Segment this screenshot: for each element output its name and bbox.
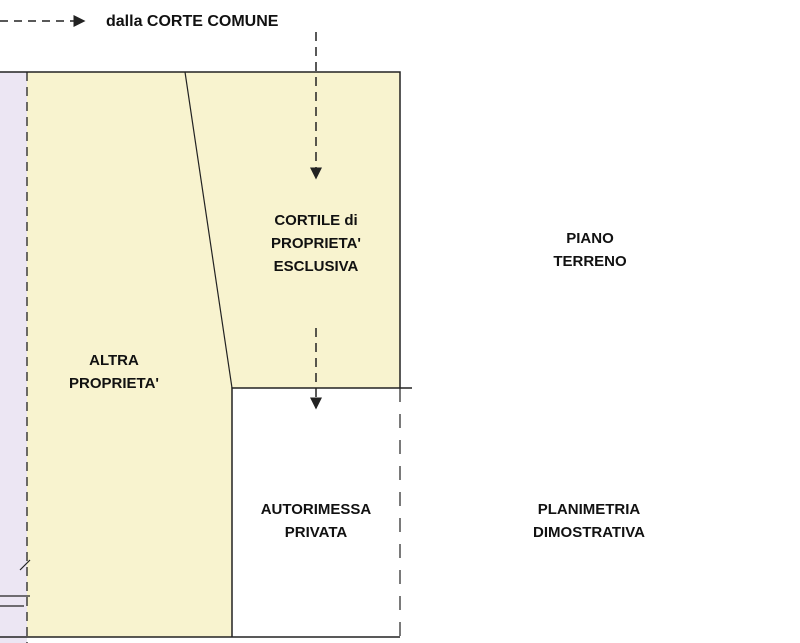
cortile-line-3: ESCLUSIVA bbox=[273, 258, 359, 275]
planimetria-line-2: DIMOSTRATIVA bbox=[533, 524, 645, 541]
property-boundary-line bbox=[184, 71, 233, 389]
piano-terreno-label: PIANO TERRENO bbox=[520, 227, 660, 273]
garage-outline bbox=[231, 387, 412, 637]
autorimessa-line-1: AUTORIMESSA bbox=[260, 501, 372, 518]
access-label: dalla CORTE COMUNE bbox=[106, 13, 279, 30]
piano-line-2: TERRENO bbox=[553, 253, 627, 270]
altra-proprieta-label: ALTRA PROPRIETA' bbox=[44, 349, 184, 395]
planimetria-line-1: PLANIMETRIA bbox=[537, 501, 641, 518]
altra-line-1: ALTRA bbox=[89, 352, 139, 369]
cortile-label: CORTILE di PROPRIETA' ESCLUSIVA bbox=[246, 209, 386, 278]
autorimessa-line-2: PRIVATA bbox=[284, 524, 348, 541]
left-edge-strip bbox=[0, 72, 27, 643]
cortile-line-1: CORTILE di bbox=[274, 212, 358, 229]
altra-proprieta-area bbox=[27, 72, 232, 637]
autorimessa-label: AUTORIMESSA PRIVATA bbox=[240, 498, 392, 544]
altra-line-2: PROPRIETA' bbox=[69, 375, 159, 392]
planimetria-label: PLANIMETRIA DIMOSTRATIVA bbox=[504, 498, 674, 544]
piano-line-1: PIANO bbox=[566, 230, 614, 247]
left-mark-1 bbox=[19, 559, 31, 571]
plan-outline bbox=[0, 71, 401, 388]
cortile-area bbox=[185, 72, 400, 388]
cortile-line-2: PROPRIETA' bbox=[271, 235, 361, 252]
